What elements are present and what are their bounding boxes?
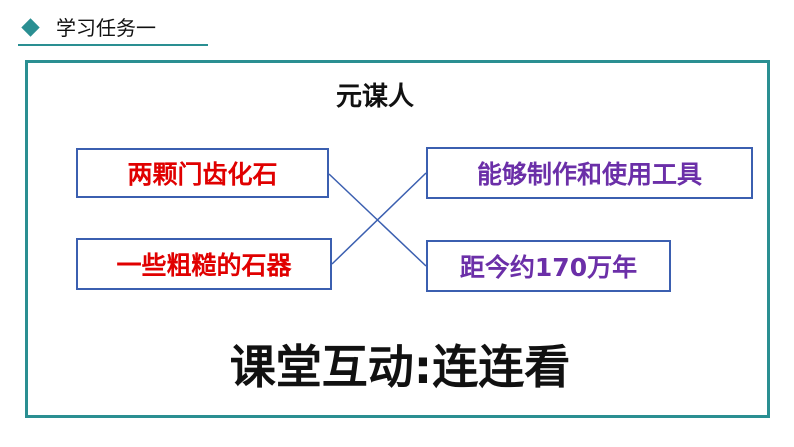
header-underline (18, 44, 208, 46)
left-item-2[interactable]: 一些粗糙的石器 (76, 238, 332, 290)
section-header: 学习任务一 (18, 12, 208, 46)
activity-title: 课堂互动:连连看 (229, 340, 571, 394)
content-frame (25, 60, 770, 418)
left-item-1[interactable]: 两颗门齿化石 (76, 148, 329, 198)
right-item-2[interactable]: 距今约170万年 (426, 240, 671, 292)
section-title: 学习任务一 (56, 16, 156, 40)
topic-title: 元谋人 (335, 82, 414, 112)
connector-line-2 (331, 172, 427, 265)
right-item-1[interactable]: 能够制作和使用工具 (426, 147, 753, 199)
